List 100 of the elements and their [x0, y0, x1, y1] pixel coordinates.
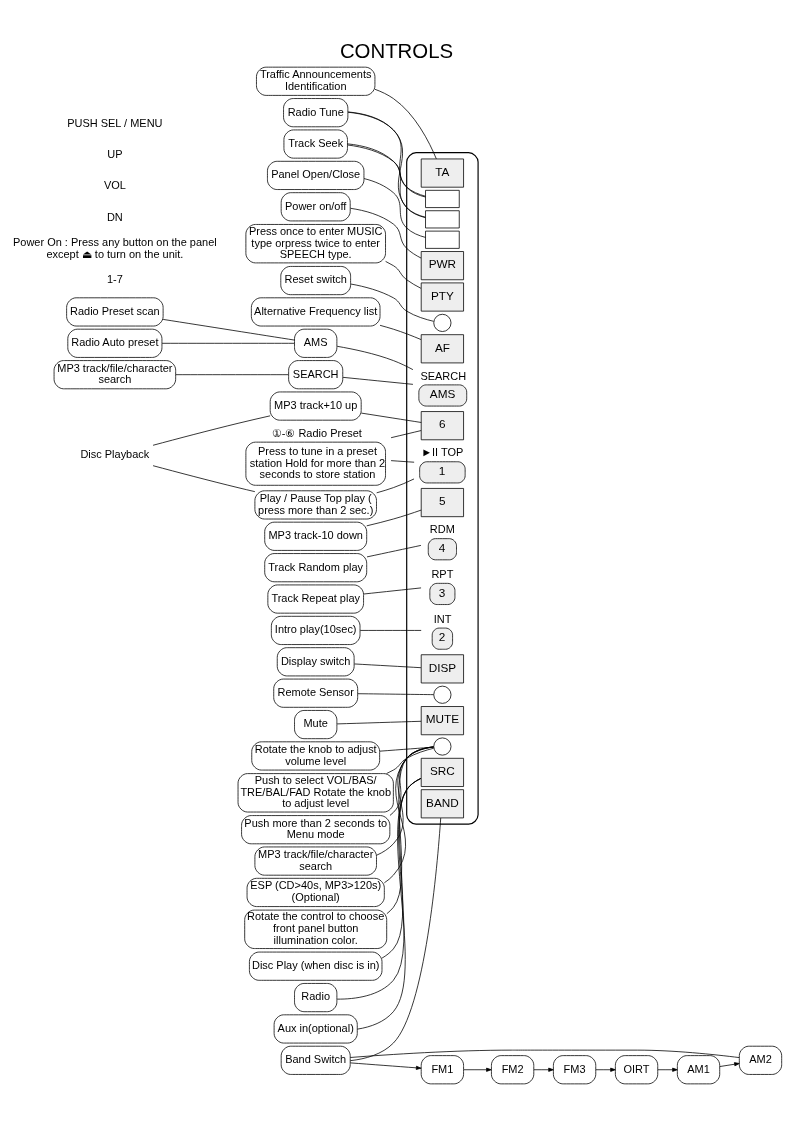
label: VOL: [103, 179, 126, 192]
node-box: BAND: [420, 789, 464, 819]
node-circle: [433, 685, 452, 704]
connector: [386, 747, 435, 774]
diagram-title: CONTROLS: [339, 39, 454, 62]
connector: [347, 144, 426, 197]
connector: [357, 778, 422, 1030]
node-box: [425, 230, 460, 249]
node-box: Track Seek: [283, 129, 348, 159]
connector: [385, 261, 422, 289]
connector: [349, 1049, 740, 1058]
node-box: MP3 track+10 up: [269, 391, 362, 421]
node-box: Band Switch: [280, 1045, 351, 1075]
node-box: Power on/off: [280, 192, 351, 222]
connector: [336, 720, 422, 725]
node-box: FM1: [420, 1055, 464, 1085]
node-label: RDM: [429, 523, 455, 536]
node-box: Aux in(optional): [273, 1014, 358, 1044]
connector: [363, 178, 426, 238]
node-box: Push more than 2 seconds to Menu mode: [241, 815, 391, 845]
connector: [390, 430, 422, 439]
connector: [386, 746, 434, 915]
connector: [162, 319, 295, 341]
node-box: Track Random play: [264, 553, 368, 583]
node-label: RPT: [431, 568, 454, 581]
node-box: AM1: [676, 1055, 721, 1085]
node-box: MP3 track/file/character search: [254, 846, 377, 876]
connector: [342, 376, 414, 385]
arrow: [463, 1067, 492, 1072]
node-box: Alternative Frequency list: [251, 297, 381, 327]
node-box: Play / Pause Top play ( press more than 2 sec.): [254, 490, 377, 520]
connector: [390, 460, 415, 463]
connector: [347, 143, 426, 218]
node-box: FM3: [553, 1055, 597, 1085]
connector: [374, 88, 437, 160]
node-box: Push to select VOL/BAS/ TRE/BAL/FAD Rotate the knob to adjust level: [237, 773, 394, 813]
node-box: AM2: [738, 1045, 783, 1075]
node-box: FM2: [491, 1055, 535, 1085]
node-box: PWR: [420, 251, 464, 281]
node-label: INT: [433, 612, 452, 625]
node-box: OIRT: [615, 1055, 659, 1085]
connector: [336, 345, 414, 370]
node-box: SEARCH: [288, 360, 344, 390]
node-box: MUTE: [420, 706, 464, 736]
node-box: Rotate the control to choose front panel button illumination color.: [244, 909, 388, 949]
node-box: Radio Preset scan: [66, 297, 164, 327]
connector: [152, 415, 271, 446]
node-box: MP3 track/file/character search: [53, 360, 177, 390]
node-box: Remote Sensor: [273, 678, 359, 708]
node-box: 6: [420, 411, 464, 441]
connector: [347, 111, 426, 218]
connector: [359, 630, 422, 631]
node-label: ①-⑥ Radio Preset: [271, 426, 362, 439]
node-box: Rotate the knob to adjust volume level: [251, 741, 380, 771]
node-circle: [433, 737, 452, 756]
connector: [350, 207, 422, 259]
connector: [360, 412, 422, 423]
node-box: PTY: [420, 282, 464, 312]
connector: [347, 111, 426, 198]
connector: [366, 509, 422, 527]
label: Power On : Press any button on the panel except ⏏ to turn on the unit.: [13, 236, 217, 260]
node-box: Intro play(10sec): [271, 615, 361, 645]
arrow: [349, 1062, 422, 1070]
connector: [376, 746, 435, 856]
arrow: [657, 1067, 678, 1072]
node-box: SRC: [420, 757, 464, 787]
connector: [349, 817, 442, 1062]
node-box: Panel Open/Close: [267, 160, 365, 190]
cluster: [406, 152, 479, 825]
node-box: Disc Play (when disc is in): [249, 951, 383, 981]
node-box: Press once to enter MUSIC type orpress twice to enter SPEECH type.: [245, 224, 386, 264]
arrow: [719, 1062, 740, 1067]
arrow: [533, 1067, 554, 1072]
label: PUSH SEL / MENU: [67, 116, 163, 129]
connector: [175, 374, 289, 376]
connector: [152, 465, 256, 493]
node-box: Radio: [294, 983, 338, 1013]
node-text: Disc Playback: [80, 448, 150, 461]
label: DN: [106, 210, 123, 223]
node-box: [425, 189, 460, 208]
node-box: AMS: [294, 328, 338, 358]
node-box: Display switch: [276, 647, 355, 677]
connector: [384, 746, 434, 884]
connector: [363, 587, 422, 595]
node-box: [425, 210, 460, 229]
node-box: AF: [420, 334, 464, 364]
label: 1-7: [106, 273, 123, 286]
node-box: Traffic Announcements Identification: [256, 66, 376, 96]
node-box: Radio Auto preset: [67, 328, 163, 358]
node-box: DISP: [420, 654, 464, 684]
node-box: Track Repeat play: [267, 584, 364, 614]
connector: [357, 693, 435, 696]
node-box: Reset switch: [280, 266, 351, 296]
node-box: Radio Tune: [283, 98, 349, 128]
node-box: Mute: [294, 710, 338, 740]
connector: [379, 324, 422, 340]
connector: [376, 478, 415, 494]
connector: [161, 342, 295, 344]
node-box: ESP (CD>40s, MP3>120s) (Optional): [246, 877, 385, 907]
node-box: MP3 track-10 down: [264, 521, 368, 551]
